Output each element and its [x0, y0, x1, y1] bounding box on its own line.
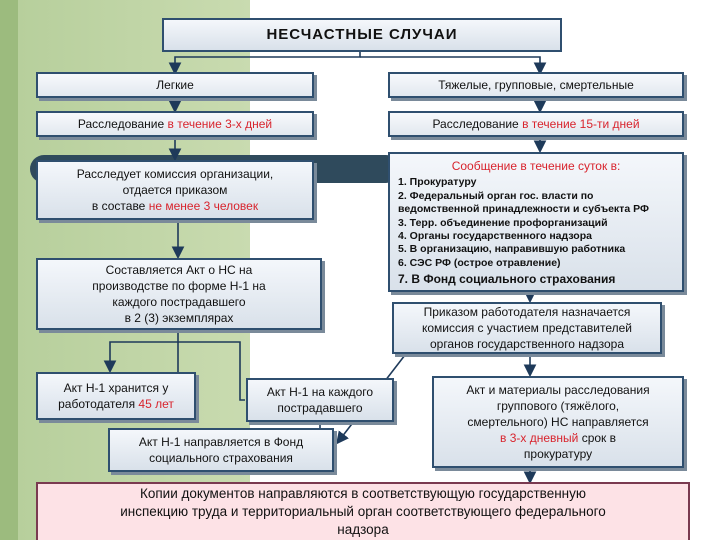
commission-line-2: отдается приказом — [122, 182, 228, 197]
act-line-4: в 2 (3) экземплярах — [124, 311, 234, 326]
light-investigation-label: Расследование — [77, 116, 168, 131]
act-line-2: производстве по форме Н-1 на — [92, 278, 266, 293]
group-term: в 3-х дневный — [500, 431, 579, 446]
fund-line-1: Акт Н-1 направляется в Фонд — [138, 434, 304, 449]
group-materials-box: Акт и материалы расследования группового… — [432, 376, 684, 468]
commission-line-1: Расследует комиссия организации, — [76, 166, 274, 181]
heavy-investigation-box: Расследование в течение 15-ти дней — [388, 111, 684, 137]
act-each-victim-box: Акт Н-1 на каждого пострадавшего — [246, 378, 394, 422]
act-each-line-2: пострадавшего — [277, 401, 363, 415]
heavy-investigation-term: в течение 15-ти дней — [522, 116, 640, 131]
heavy-cases-box: Тяжелые, групповые, смертельные — [388, 72, 684, 98]
commission-line-3: в составе — [91, 199, 149, 214]
notification-item-2-cont: ведомственной принадлежности и субъекта … — [398, 203, 649, 216]
group-line-2: группового (тяжёлого, — [496, 398, 620, 413]
group-line-5: прокуратуру — [523, 447, 593, 462]
order-box: Приказом работодателя назначается комисс… — [392, 302, 662, 354]
title-box: НЕСЧАСТНЫЕ СЛУЧАИ — [162, 18, 562, 52]
notification-box: Сообщение в течение суток в: 1. Прокурат… — [388, 152, 684, 292]
heavy-cases-label: Тяжелые, групповые, смертельные — [438, 77, 634, 92]
fund-box: Акт Н-1 направляется в Фонд социального … — [108, 428, 334, 472]
act-stored-line-2: работодателя — [58, 397, 139, 411]
notification-item-5: 5. В организацию, направившую работника — [398, 243, 626, 256]
commission-members: не менее 3 человек — [148, 199, 259, 214]
act-line-1: Составляется Акт о НС на — [105, 262, 253, 277]
act-stored-term: 45 лет — [138, 397, 174, 411]
light-cases-box: Легкие — [36, 72, 314, 98]
order-line-1: Приказом работодателя назначается — [423, 304, 631, 319]
notification-heading: Сообщение в течение суток в: — [451, 159, 621, 173]
act-stored-box: Акт Н-1 хранится у работодателя 45 лет — [36, 372, 196, 420]
light-investigation-box: Расследование в течение 3-х дней — [36, 111, 314, 137]
notification-item-4: 4. Органы государственного надзора — [398, 229, 592, 242]
act-line-3: каждого пострадавшего — [112, 295, 246, 309]
fund-line-2: социального страхования — [149, 451, 293, 465]
light-cases-label: Легкие — [156, 77, 194, 92]
notification-item-3: 3. Терр. объединение профорганизаций — [398, 216, 608, 229]
light-investigation-term: в течение 3-х дней — [167, 116, 273, 131]
copies-line-2: инспекцию труда и территориальный орган … — [120, 503, 606, 519]
notification-item-1: 1. Прокуратуру — [398, 176, 477, 189]
group-line-4: срок в — [578, 431, 616, 446]
notification-item-2: 2. Федеральный орган гос. власти по — [398, 189, 594, 202]
heavy-investigation-label: Расследование — [432, 116, 523, 131]
order-line-2: комиссия с участием представителей — [422, 320, 632, 335]
page-title: НЕСЧАСТНЫЕ СЛУЧАИ — [266, 25, 458, 43]
copies-box: Копии документов направляются в соответс… — [36, 482, 690, 540]
notification-item-6: 6. СЭС РФ (острое отравление) — [398, 256, 561, 269]
copies-line-1: Копии документов направляются в соответс… — [139, 485, 586, 501]
notification-item-7: 7. В Фонд социального страхования — [398, 272, 616, 287]
group-line-1: Акт и материалы расследования — [466, 382, 650, 397]
copies-line-3: надзора — [337, 522, 389, 538]
order-line-3: органов государственного надзора — [429, 337, 625, 352]
commission-box: Расследует комиссия организации, отдаетс… — [36, 160, 314, 220]
act-each-line-1: Акт Н-1 на каждого — [266, 384, 374, 399]
group-line-3: смертельного) НС направляется — [467, 414, 649, 429]
act-box: Составляется Акт о НС на производстве по… — [36, 258, 322, 330]
act-stored-line-1: Акт Н-1 хранится у — [63, 380, 169, 395]
